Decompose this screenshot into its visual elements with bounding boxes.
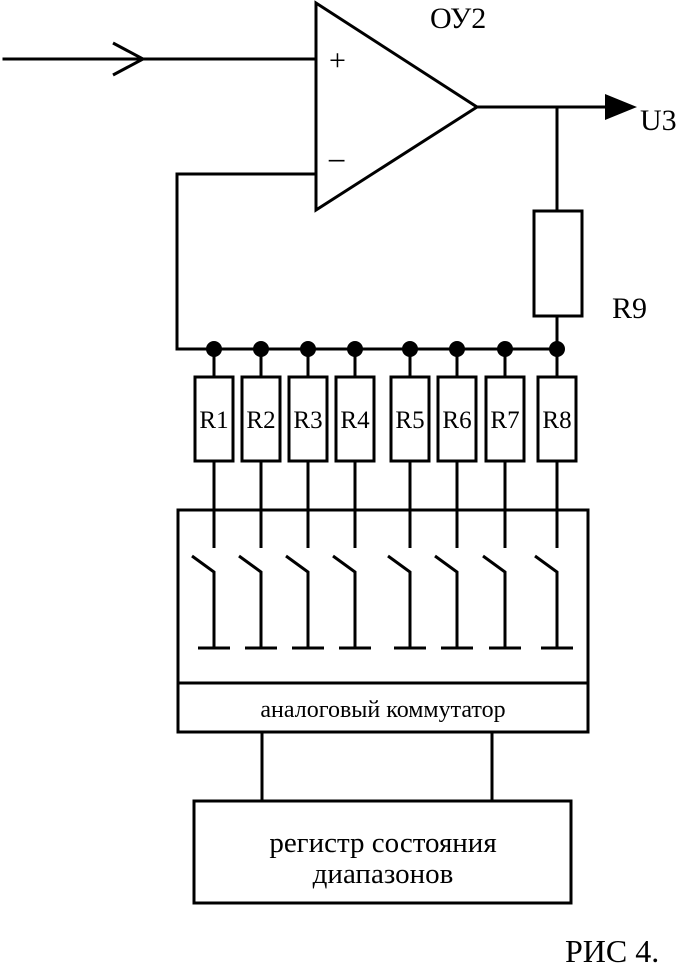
switch-icon	[238, 554, 263, 648]
switch-icon	[482, 554, 507, 648]
plus-sign: +	[329, 44, 346, 77]
switch-icon	[534, 554, 559, 648]
r9-label: R9	[612, 292, 647, 325]
r9-resistor	[532, 209, 584, 318]
figure-caption: РИС 4.	[565, 933, 659, 969]
resistor-label: R3	[293, 407, 322, 434]
switch-icon	[332, 554, 357, 648]
opamp-triangle	[314, 0, 480, 213]
commutator-label-box	[176, 681, 590, 734]
resistor-label: R4	[340, 407, 370, 434]
resistor-label: R8	[542, 407, 571, 434]
resistor-label: R6	[442, 407, 471, 434]
register-label-line1: регистр состояния	[269, 827, 496, 859]
output-arrow-icon	[605, 94, 637, 120]
switch-icon	[387, 554, 412, 648]
switch-icon	[191, 554, 216, 648]
resistor-label: R7	[490, 407, 519, 434]
input-arrow-icon	[112, 41, 147, 77]
inverting-input-wire	[175, 172, 318, 351]
switch-icon	[434, 554, 459, 648]
switch-icon	[285, 554, 310, 648]
minus-sign: −	[327, 143, 346, 180]
commutator-label: аналоговый коммутатор	[260, 697, 505, 723]
resistor-label: R2	[246, 407, 275, 434]
opamp-label: ОУ2	[430, 2, 486, 35]
register-label-line2: диапазонов	[313, 858, 454, 890]
commutator-box	[176, 508, 590, 685]
output-label: U3	[640, 104, 677, 137]
resistor-label: R5	[395, 407, 424, 434]
resistor-label: R1	[199, 407, 228, 434]
register-box	[192, 799, 573, 905]
